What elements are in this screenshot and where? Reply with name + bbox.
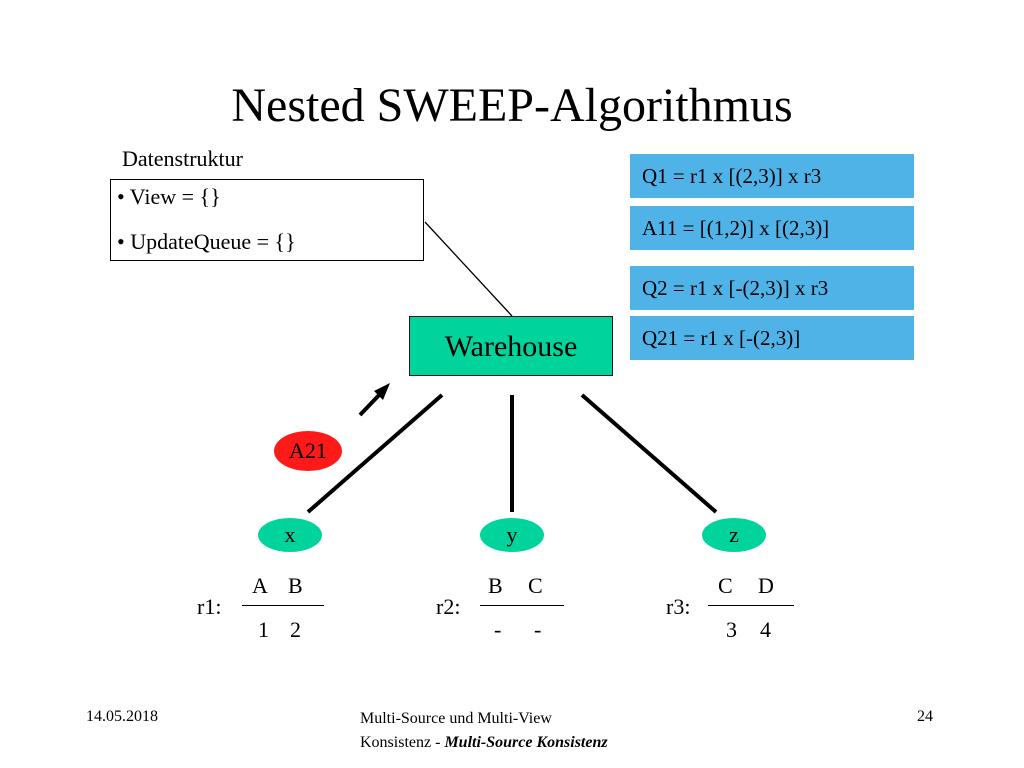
footer-center-line1: Multi-Source und Multi-View	[360, 710, 552, 727]
relation-r1-name: r1:	[197, 594, 222, 619]
relation-r1-header-a: A	[252, 573, 268, 598]
view-item: • View = {}	[117, 184, 221, 209]
relation-r1-header-b: B	[288, 573, 303, 598]
footer-center: Multi-Source und Multi-View Konsistenz -…	[360, 707, 690, 755]
slide-title: Nested SWEEP-Algorithmus	[231, 79, 793, 132]
query-q2: Q2 = r1 x [-(2,3)] x r3	[630, 266, 914, 310]
source-node-y: y	[480, 518, 544, 552]
relation-r1-divider	[242, 605, 324, 606]
datenstruktur-caption: Datenstruktur	[122, 146, 243, 171]
answer-a11: A11 = [(1,2)] x [(2,3)]	[630, 206, 914, 250]
relation-r2-value-b: -	[494, 617, 502, 642]
footer-page-number: 24	[917, 708, 933, 725]
footer-center-line2: Konsistenz - Multi-Source Konsistenz	[360, 731, 690, 755]
query-q21: Q21 = r1 x [-(2,3)]	[630, 316, 914, 360]
relation-r3-header-c: C	[718, 573, 733, 598]
footer-center-line2-italic: Multi-Source Konsistenz	[444, 734, 608, 751]
relation-r3-value-c: 3	[726, 617, 737, 642]
relation-r1-value-a: 1	[258, 617, 269, 642]
relation-r2-value-c: -	[534, 617, 542, 642]
source-node-x: x	[258, 518, 322, 552]
warehouse-to-z-edge	[580, 393, 718, 514]
answer-a21-badge: A21	[274, 431, 342, 471]
query-q1: Q1 = r1 x [(2,3)] x r3	[630, 154, 914, 198]
relation-r3-header-d: D	[758, 573, 774, 598]
update-queue-item: • UpdateQueue = {}	[117, 229, 296, 254]
source-node-z: z	[702, 518, 766, 552]
box-to-warehouse-line	[424, 221, 513, 317]
relation-r3-name: r3:	[666, 594, 691, 619]
relation-r3-value-d: 4	[760, 617, 771, 642]
relation-r2-header-b: B	[488, 573, 503, 598]
warehouse-to-x-edge	[306, 393, 444, 514]
relation-r1-value-b: 2	[290, 617, 301, 642]
warehouse-node: Warehouse	[409, 316, 613, 376]
relation-r2-divider	[480, 605, 564, 606]
relation-r2-header-c: C	[528, 573, 543, 598]
footer-date: 14.05.2018	[86, 708, 158, 725]
upward-arrow-shaft	[358, 390, 384, 417]
footer-center-line2-plain: Konsistenz -	[360, 734, 445, 751]
relation-r3-divider	[708, 605, 794, 606]
datenstruktur-box: • View = {} • UpdateQueue = {}	[110, 179, 424, 261]
relation-r2-name: r2:	[436, 594, 461, 619]
upward-arrow-head	[374, 383, 390, 400]
